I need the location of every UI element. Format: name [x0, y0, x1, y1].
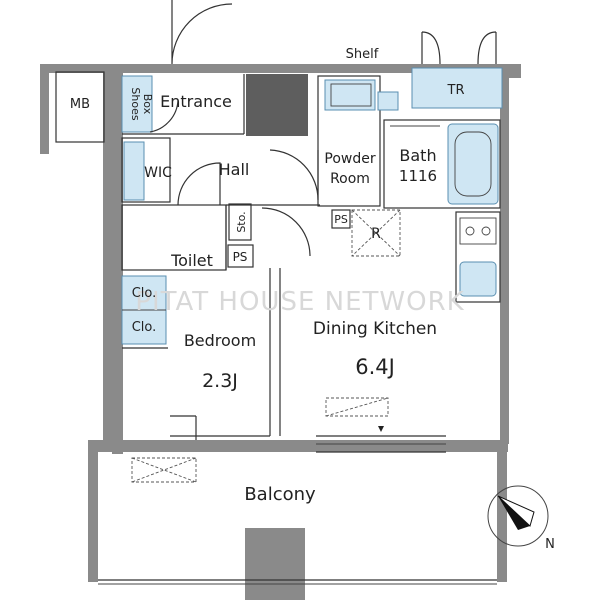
bedroom-label: Bedroom	[184, 331, 256, 350]
storage-label: Sto.	[235, 211, 248, 232]
bath-label-2: 1116	[399, 167, 437, 185]
wic-label: WIC	[144, 165, 172, 181]
ps-hall-label: PS	[233, 250, 248, 264]
closet-label-1: Clo.	[132, 286, 157, 301]
mb-label: MB	[70, 97, 90, 112]
compass-icon: N	[487, 485, 555, 552]
exterior-walls	[40, 64, 521, 600]
shoes-box-label-2: Box	[141, 94, 154, 115]
entrance-label: Entrance	[160, 92, 232, 111]
dining-kitchen-size: 6.4J	[355, 355, 395, 379]
dining-kitchen-label: Dining Kitchen	[313, 319, 437, 339]
closet-label-2: Clo.	[132, 320, 157, 335]
powder-room-label-2: Room	[330, 171, 370, 187]
toilet-label: Toilet	[170, 251, 213, 270]
hall-label: Hall	[219, 160, 250, 179]
ps-kitchen-label: PS	[334, 213, 348, 226]
balcony-label: Balcony	[244, 484, 316, 505]
shelf-label: Shelf	[346, 47, 379, 62]
compass-north-label: N	[545, 537, 555, 552]
watermark: PITAT HOUSE NETWORK	[135, 287, 464, 317]
interior-walls	[55, 67, 503, 483]
tr-label: TR	[447, 83, 465, 98]
door-swings	[149, 0, 497, 257]
bath-label-1: Bath	[399, 146, 436, 165]
shoes-box-label-1: Shoes	[129, 87, 142, 120]
bedroom-size: 2.3J	[202, 370, 238, 392]
powder-room-label-1: Powder	[324, 151, 375, 167]
refrigerator-label: R	[371, 226, 381, 242]
